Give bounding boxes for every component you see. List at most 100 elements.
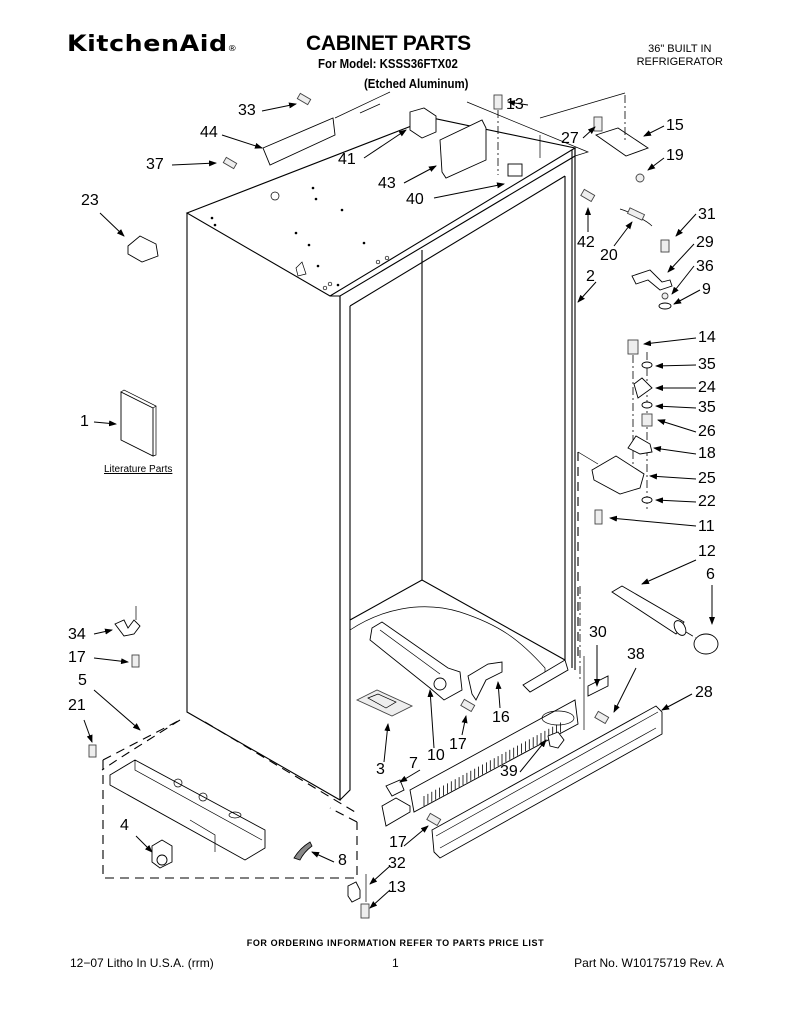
leader-line <box>675 213 697 237</box>
callout-41: 41 <box>338 151 356 168</box>
callout-1: 1 <box>80 413 89 430</box>
callout-42: 42 <box>577 234 595 251</box>
leader-line <box>135 835 153 853</box>
callout-39: 39 <box>500 763 518 780</box>
callout-26: 26 <box>698 423 716 440</box>
clip-8-icon <box>293 841 313 861</box>
clip-7-icon <box>385 779 405 797</box>
callout-17-low: 17 <box>389 834 407 851</box>
callout-22: 22 <box>698 493 716 510</box>
leader-line <box>661 693 693 711</box>
callout-31: 31 <box>698 206 716 223</box>
screw-33-icon <box>296 92 312 106</box>
bottom-hinge-stack <box>577 339 653 660</box>
leader-line <box>403 825 429 847</box>
tray-3-icon <box>355 689 414 717</box>
leader-line <box>369 865 391 885</box>
switch-40-icon <box>507 163 523 177</box>
product-line-2: REFRIGERATOR <box>636 56 723 68</box>
callout-37: 37 <box>146 156 164 173</box>
callout-5: 5 <box>78 672 87 689</box>
leader-line <box>609 515 697 527</box>
callout-13-top: 13 <box>506 96 524 113</box>
callout-9: 9 <box>702 281 711 298</box>
leader-line <box>93 689 141 731</box>
page-number: 1 <box>392 956 399 970</box>
leader-line <box>653 446 697 455</box>
kickplate-28 <box>431 705 663 859</box>
leader-line <box>643 337 697 347</box>
leader-line <box>673 289 701 305</box>
callout-35-b: 35 <box>698 399 716 416</box>
filter-cap-6-icon <box>693 633 719 655</box>
mounting-plate-43 <box>439 119 487 179</box>
callout-28: 28 <box>695 684 713 701</box>
part-39-icon <box>547 731 565 749</box>
leader-line <box>649 473 697 480</box>
leader-line <box>613 667 637 713</box>
callout-3: 3 <box>376 761 385 778</box>
callout-25: 25 <box>698 470 716 487</box>
callout-11: 11 <box>698 518 715 535</box>
callout-14: 14 <box>698 329 716 346</box>
callout-32: 32 <box>388 855 406 872</box>
callout-17-left: 17 <box>68 649 86 666</box>
kitchenaid-logo: KitchenAid® <box>67 32 237 57</box>
screw-42-icon <box>580 188 596 203</box>
finish-line: (Etched Aluminum) <box>364 76 469 91</box>
leader-line <box>171 160 217 167</box>
callout-24: 24 <box>698 379 716 396</box>
screw-17-low-icon <box>426 812 442 827</box>
callout-40: 40 <box>406 191 424 208</box>
model-line: For Model: KSSS36FTX02 <box>318 56 458 71</box>
literature-parts-label: Literature Parts <box>104 464 173 475</box>
base-assembly-5 <box>102 719 358 879</box>
leader-line <box>403 165 437 184</box>
leader-lines <box>83 100 715 909</box>
callout-17-mid: 17 <box>449 736 467 753</box>
screw-13-top-icon <box>493 94 503 175</box>
page-title: CABINET PARTS <box>306 32 471 55</box>
callout-7: 7 <box>409 755 418 772</box>
callout-36: 36 <box>696 258 714 275</box>
callout-10: 10 <box>427 747 445 764</box>
leader-line <box>427 689 435 749</box>
bracket-32-icon <box>347 874 370 919</box>
leader-line <box>399 769 421 783</box>
screw-37-icon <box>222 156 238 170</box>
leader-line <box>99 212 125 237</box>
cabinet-shell <box>101 117 577 813</box>
callout-33: 33 <box>238 102 256 119</box>
hinge-plate-15 <box>539 92 649 183</box>
callout-29: 29 <box>696 234 714 251</box>
leader-line <box>519 739 547 773</box>
part-23-icon <box>127 235 159 263</box>
callout-4: 4 <box>120 817 129 834</box>
grille-panel <box>381 586 609 827</box>
rear-brace-44 <box>262 91 391 166</box>
callout-20: 20 <box>600 247 618 264</box>
leader-line <box>221 134 263 149</box>
ordering-note: FOR ORDERING INFORMATION REFER TO PARTS … <box>246 938 545 948</box>
leader-line <box>655 497 697 504</box>
leader-line <box>577 281 597 303</box>
leader-line <box>311 851 335 863</box>
callout-2: 2 <box>586 268 595 285</box>
part-number: Part No. W10175719 Rev. A <box>574 956 724 970</box>
leader-line <box>461 715 468 736</box>
leader-line <box>93 420 117 427</box>
litho-info: 12−07 Litho In U.S.A. (rrm) <box>70 956 214 970</box>
leader-line <box>671 265 695 295</box>
leader-line <box>582 126 596 139</box>
leader-line <box>641 559 697 585</box>
bracket-34-icon <box>114 606 141 668</box>
callout-13-bottom: 13 <box>388 879 406 896</box>
callout-21: 21 <box>68 697 86 714</box>
leader-line <box>83 719 93 743</box>
bracket-29-assembly <box>631 239 673 310</box>
callout-35-a: 35 <box>698 356 716 373</box>
callout-23: 23 <box>81 192 99 209</box>
literature-booklet-icon <box>120 389 157 457</box>
callout-27: 27 <box>561 130 579 147</box>
leader-line <box>369 889 391 909</box>
